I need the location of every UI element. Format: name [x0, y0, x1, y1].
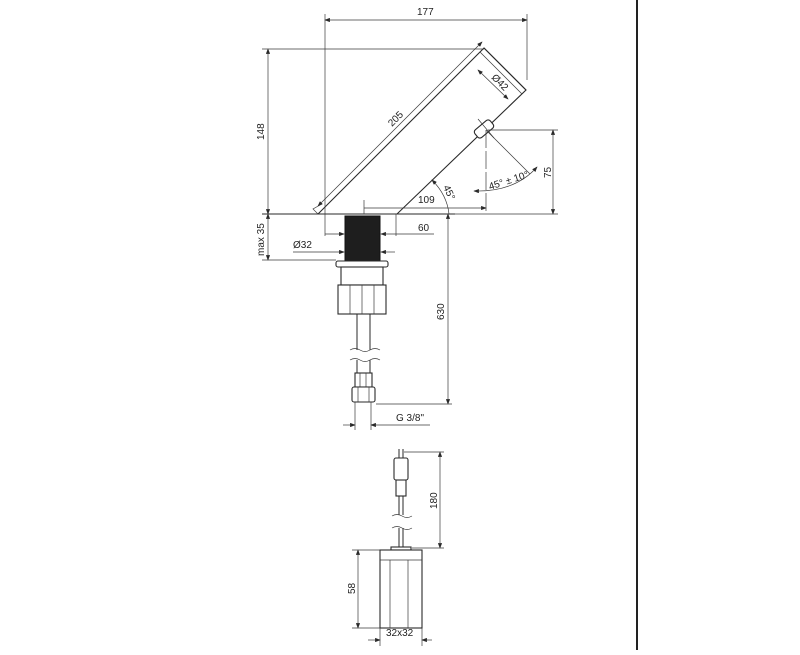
dim-label-thread: G 3/8" [396, 413, 424, 424]
dim-label-32x32: 32x32 [386, 628, 414, 639]
dim-sensor-angle: 45° ± 10° [473, 129, 538, 214]
dim-sensor-height-75: 75 [455, 129, 558, 215]
dim-label-180: 180 [429, 492, 440, 509]
frame-border-line [636, 0, 638, 650]
dim-label-max35: max 35 [256, 223, 267, 256]
dim-reach-109: 109 [363, 195, 487, 214]
dim-cable-180: 180 [404, 451, 444, 549]
dim-label-45: 45° [440, 184, 456, 202]
dim-label-109: 109 [418, 195, 435, 206]
dim-label-177: 177 [417, 7, 434, 18]
dim-label-205: 205 [386, 109, 406, 129]
dim-shank-32: Ø32 [293, 240, 395, 255]
dim-hose-630: 630 [376, 213, 452, 405]
dim-label-58: 58 [347, 582, 358, 594]
dim-base-60: 60 [324, 214, 434, 237]
dim-label-sensor-angle: 45° ± 10° [488, 170, 531, 193]
mounting-shank [335, 215, 389, 403]
dim-label-d32: Ø32 [293, 240, 312, 251]
dim-body-angle: 45° [431, 179, 457, 215]
control-box [379, 449, 423, 629]
dim-label-148: 148 [256, 123, 267, 140]
dim-label-75: 75 [543, 166, 554, 178]
dim-box-32x32: 32x32 [368, 628, 432, 646]
dim-thread: G 3/8" [343, 402, 430, 430]
dim-box-58: 58 [347, 549, 380, 629]
dim-label-630: 630 [436, 303, 447, 320]
dim-deck-max35: max 35 [256, 213, 336, 261]
dim-label-60: 60 [418, 223, 430, 234]
